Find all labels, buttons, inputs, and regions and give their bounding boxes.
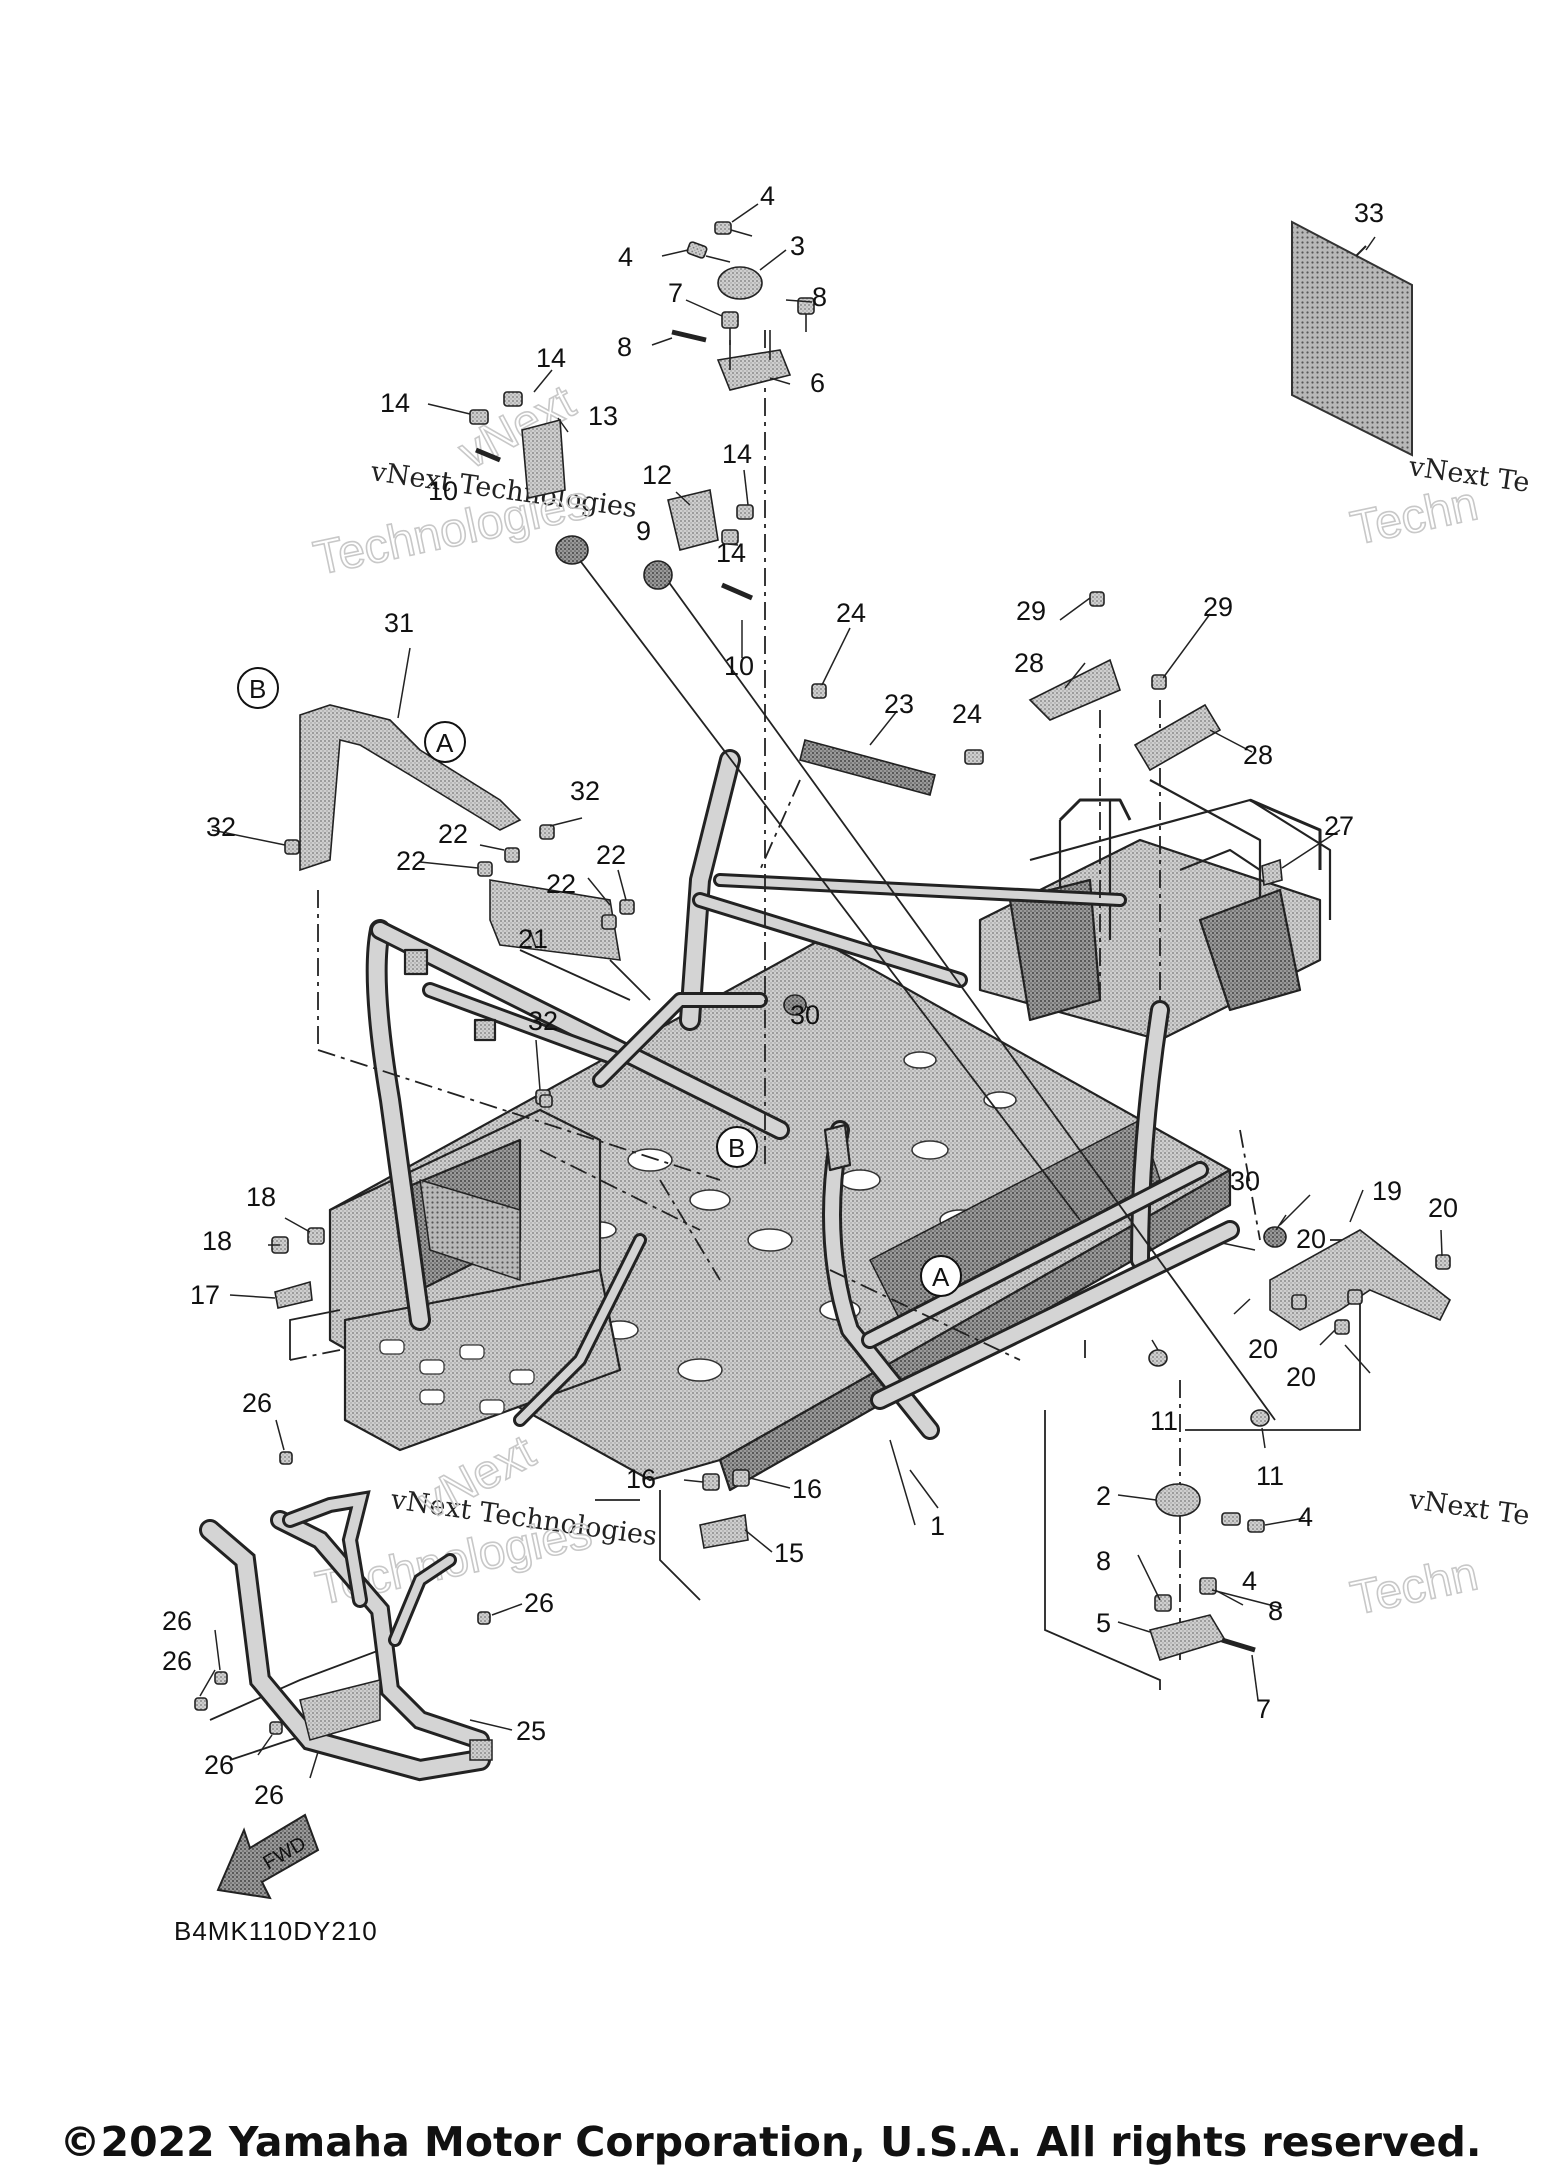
- marker-a: A: [932, 1262, 950, 1292]
- callout-22: 22: [438, 819, 468, 849]
- callout-26: 26: [162, 1646, 192, 1676]
- small-parts: [194, 221, 1452, 1753]
- callout-32: 32: [206, 812, 236, 842]
- callout-21: 21: [518, 924, 548, 954]
- callout-22: 22: [546, 869, 576, 899]
- callout-18: 18: [202, 1226, 232, 1256]
- callout-14: 14: [536, 343, 566, 373]
- callout-32: 32: [528, 1006, 558, 1036]
- callout-numbers: 4 4 3 7 8 8 6 14 14 13 10 12 14 9 14 10 …: [162, 181, 1458, 1810]
- callout-28: 28: [1014, 648, 1044, 678]
- callout-9: 9: [636, 516, 651, 546]
- callout-15: 15: [774, 1538, 804, 1568]
- callout-8: 8: [617, 332, 632, 362]
- callout-7: 7: [668, 278, 683, 308]
- main-frame: [328, 749, 1332, 1492]
- callout-22: 22: [396, 846, 426, 876]
- callout-12: 12: [642, 460, 672, 490]
- watermark-text: vNext Te: [1406, 1484, 1532, 1532]
- callout-4: 4: [1242, 1566, 1257, 1596]
- callout-26: 26: [524, 1588, 554, 1618]
- callout-14: 14: [716, 538, 746, 568]
- callout-leaders: [199, 203, 1443, 1779]
- callout-29: 29: [1016, 596, 1046, 626]
- callout-16: 16: [792, 1474, 822, 1504]
- callout-20: 20: [1248, 1334, 1278, 1364]
- diagram-part-code: B4MK110DY210: [174, 1916, 378, 1946]
- copyright-notice: ©2022 Yamaha Motor Corporation, U.S.A. A…: [59, 2118, 1482, 2166]
- callout-8: 8: [1268, 1596, 1283, 1626]
- callout-4: 4: [1298, 1502, 1313, 1532]
- marker-b: B: [249, 674, 266, 704]
- callout-16: 16: [626, 1464, 656, 1494]
- callout-26: 26: [204, 1750, 234, 1780]
- front-guard: [199, 1490, 493, 1782]
- callout-33: 33: [1354, 198, 1384, 228]
- marker-a: A: [436, 728, 454, 758]
- callout-24: 24: [952, 699, 982, 729]
- marker-b: B: [728, 1133, 745, 1163]
- callout-2: 2: [1096, 1481, 1111, 1511]
- callout-5: 5: [1096, 1608, 1111, 1638]
- callout-8: 8: [1096, 1546, 1111, 1576]
- forward-arrow-icon: FWD: [216, 1813, 320, 1900]
- callout-20: 20: [1296, 1224, 1326, 1254]
- callout-26: 26: [242, 1388, 272, 1418]
- callout-11: 11: [1256, 1461, 1284, 1491]
- callout-18: 18: [246, 1182, 276, 1212]
- watermark-text: Techn: [1346, 1547, 1482, 1625]
- callout-24: 24: [836, 598, 866, 628]
- watermark-text: Techn: [1346, 477, 1482, 555]
- callout-7: 7: [1256, 1694, 1271, 1724]
- callout-28: 28: [1243, 740, 1273, 770]
- callout-26: 26: [254, 1780, 284, 1810]
- callout-20: 20: [1428, 1193, 1458, 1223]
- callout-4: 4: [618, 242, 633, 272]
- callout-19: 19: [1372, 1176, 1402, 1206]
- callout-29: 29: [1203, 592, 1233, 622]
- callout-4: 4: [760, 181, 775, 211]
- callout-30: 30: [790, 1000, 820, 1030]
- callout-25: 25: [516, 1716, 546, 1746]
- callout-17: 17: [190, 1280, 220, 1310]
- callout-31: 31: [384, 608, 414, 638]
- callout-14: 14: [380, 388, 410, 418]
- callout-23: 23: [884, 689, 914, 719]
- callout-30: 30: [1230, 1166, 1260, 1196]
- callout-10: 10: [428, 476, 458, 506]
- callout-27: 27: [1324, 811, 1354, 841]
- callout-8: 8: [812, 282, 827, 312]
- callout-1: 1: [930, 1511, 945, 1541]
- reference-markers: [237, 667, 962, 1297]
- label-panel: [1291, 220, 1413, 457]
- callout-22: 22: [596, 840, 626, 870]
- callout-20: 20: [1286, 1362, 1316, 1392]
- callout-10: 10: [724, 651, 754, 681]
- callout-26: 26: [162, 1606, 192, 1636]
- callout-6: 6: [810, 368, 825, 398]
- callout-13: 13: [588, 401, 618, 431]
- callout-11: 11: [1150, 1406, 1178, 1436]
- callout-3: 3: [790, 231, 805, 261]
- callout-32: 32: [570, 776, 600, 806]
- callout-14: 14: [722, 439, 752, 469]
